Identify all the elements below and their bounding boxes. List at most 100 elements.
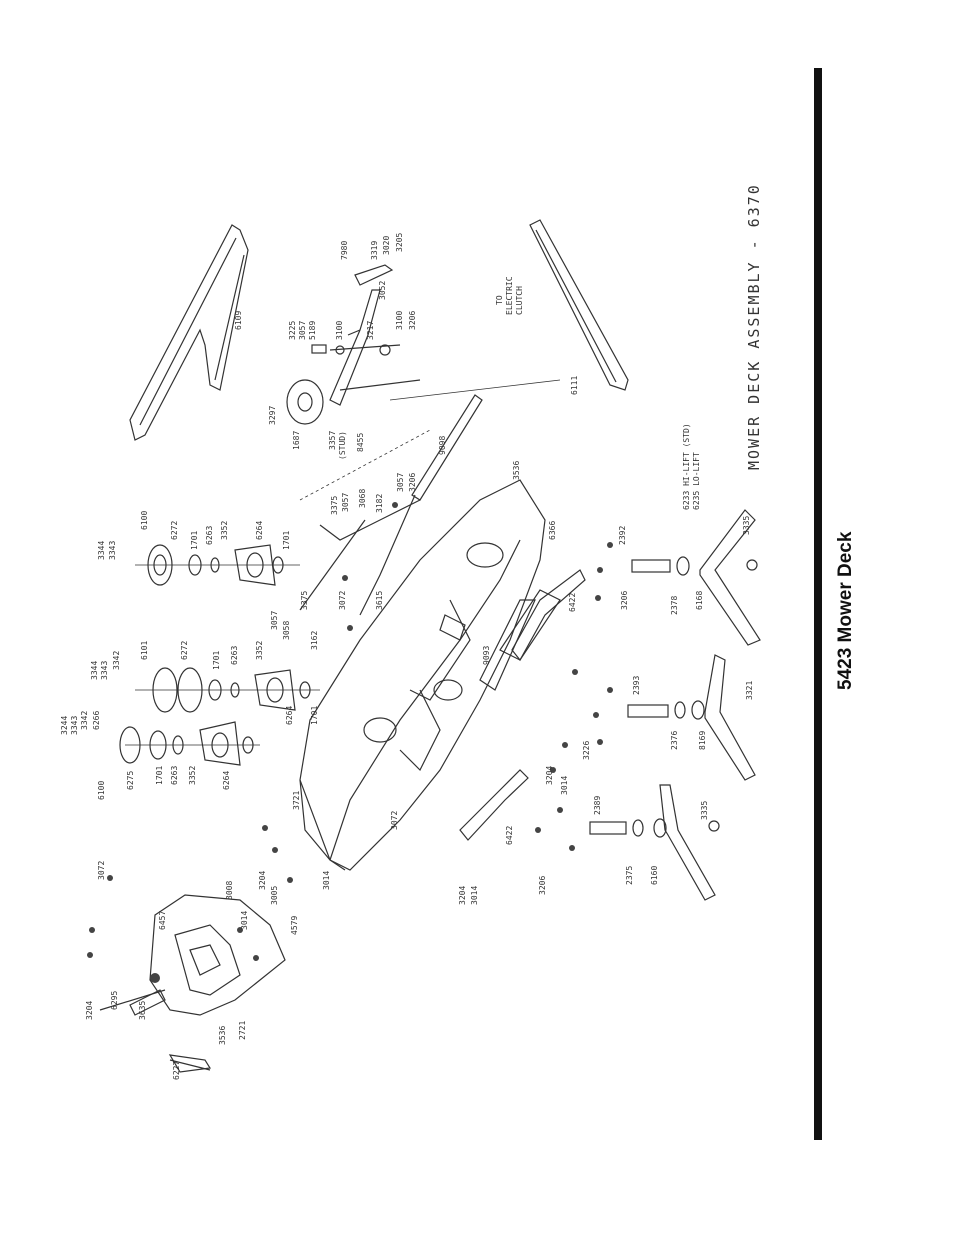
part-label: 3057: [298, 320, 307, 340]
part-label: 3375: [300, 590, 309, 610]
part-label: 3352: [220, 520, 229, 540]
part-label: 3344: [97, 540, 106, 560]
part-label: 6295: [110, 990, 119, 1010]
deck-housing-6366: [299, 479, 561, 871]
part-label: 3072: [390, 810, 399, 830]
part-label: 3244: [60, 715, 69, 735]
part-label: 3375: [330, 495, 339, 515]
note-lolift: 6235 LO-LIFT: [692, 452, 701, 510]
part-label: 3343: [108, 540, 117, 560]
part-label: 3014: [560, 775, 569, 795]
part-label: 1701: [282, 530, 291, 550]
part-label: 3536: [512, 460, 521, 480]
part-label: 6366: [548, 520, 557, 540]
discharge-chute-6457: [99, 894, 286, 1073]
part-label: 3343: [70, 715, 79, 735]
part-label: 3204: [85, 1000, 94, 1020]
part-label: 3100: [395, 310, 404, 330]
part-label: 6100: [97, 780, 106, 800]
part-label: 3343: [100, 660, 109, 680]
part-label: 3352: [255, 640, 264, 660]
part-label: 3204: [458, 885, 467, 905]
part-label: 3204: [545, 765, 554, 785]
part-label: 3204: [258, 870, 267, 890]
part-label: 9093: [482, 645, 491, 665]
part-label: 3297: [268, 405, 277, 425]
part-label: 6168: [695, 590, 704, 610]
part-label: 3057: [396, 472, 405, 492]
part-label: 6422: [568, 592, 577, 612]
part-label: 3352: [188, 765, 197, 785]
blade-right: [631, 509, 761, 646]
part-label: 6272: [180, 640, 189, 660]
part-label: 2721: [238, 1020, 247, 1040]
part-label: 2392: [618, 525, 627, 545]
part-label: 1687: [292, 430, 301, 450]
part-label: 3206: [620, 590, 629, 610]
part-label: 3342: [112, 650, 121, 670]
belt-6109: [129, 224, 249, 441]
part-label: 3319: [370, 240, 379, 260]
assembly-title: MOWER DECK ASSEMBLY - 6370: [745, 183, 763, 470]
part-label: 3057: [270, 610, 279, 630]
part-label: 6264: [255, 520, 264, 540]
belt-6111: [529, 219, 629, 391]
note-electric-clutch-1: TO: [495, 295, 504, 305]
note-electric-clutch-3: CLUTCH: [515, 286, 524, 315]
part-label: 3206: [408, 472, 417, 492]
part-label: 2389: [593, 795, 602, 815]
part-label: 3057: [341, 492, 350, 512]
part-label: 3182: [375, 493, 384, 513]
part-label: 2375: [625, 865, 634, 885]
part-label: 6275: [126, 770, 135, 790]
lift-rods: [299, 394, 483, 616]
part-label: 6272: [170, 520, 179, 540]
hardware-dots: [87, 502, 613, 983]
part-label: 2376: [670, 730, 679, 750]
blade-left: [589, 784, 720, 901]
part-label: 3721: [292, 790, 301, 810]
part-label: 3052: [378, 280, 387, 300]
part-label: 6266: [92, 710, 101, 730]
part-label: 6457: [158, 910, 167, 930]
part-label: 1701: [212, 650, 221, 670]
part-label: 9098: [438, 435, 447, 455]
part-label: 6160: [650, 865, 659, 885]
part-label: 3225: [288, 320, 297, 340]
part-label: 8455: [356, 432, 365, 452]
part-label: 6263: [170, 765, 179, 785]
part-label: 3020: [382, 235, 391, 255]
part-label: 8169: [698, 730, 707, 750]
spindle-1: [147, 544, 284, 586]
part-label: 1701: [155, 765, 164, 785]
part-label: 6422: [505, 825, 514, 845]
part-label: 2393: [632, 675, 641, 695]
part-label: 3342: [80, 710, 89, 730]
note-hilift: 6233 HI-LIFT (STD): [682, 423, 691, 510]
part-label: 6264: [285, 705, 294, 725]
part-label: 3058: [282, 620, 291, 640]
part-label: 6101: [140, 640, 149, 660]
spindle-3: [119, 721, 254, 766]
part-label: 3335: [742, 515, 751, 535]
part-label: 3014: [322, 870, 331, 890]
part-label: 3072: [338, 590, 347, 610]
part-label: 3068: [358, 488, 367, 508]
part-label: 1701: [190, 530, 199, 550]
part-label: 3205: [395, 232, 404, 252]
part-label: 3536: [218, 1025, 227, 1045]
part-label: 6111: [570, 375, 579, 395]
part-label: 3008: [225, 880, 234, 900]
spindle-2: [152, 667, 311, 713]
part-label: 3321: [745, 680, 754, 700]
part-label: 3100: [335, 320, 344, 340]
part-label: 6109: [234, 310, 243, 330]
part-label: 3635: [138, 1000, 147, 1020]
part-label: 7980: [340, 240, 349, 260]
part-label: 2378: [670, 595, 679, 615]
blade-center: [627, 654, 756, 781]
part-label: 3014: [240, 910, 249, 930]
part-label: 6263: [205, 525, 214, 545]
